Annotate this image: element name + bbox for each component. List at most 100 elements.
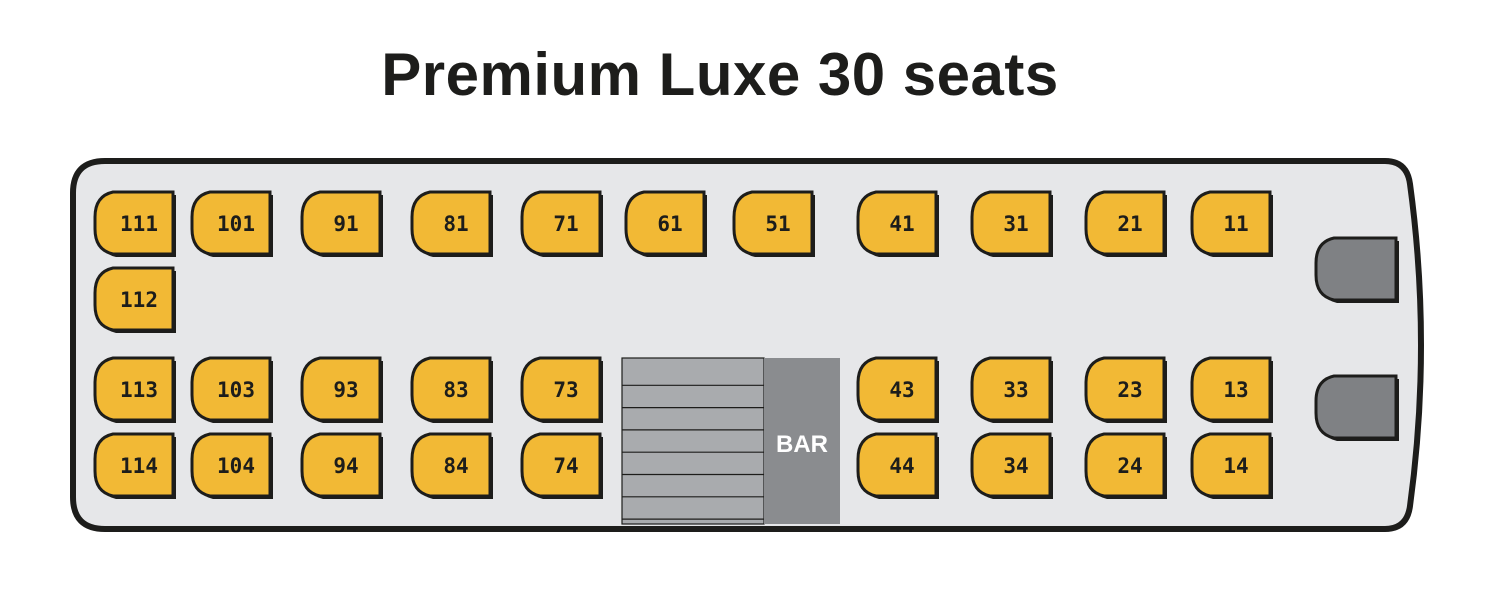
seat-number: 31 [1003,212,1028,236]
stairs-block [621,357,765,525]
seat-cushion [300,432,382,498]
seat-number: 41 [889,212,914,236]
seat-number: 73 [553,378,578,402]
seat-number: 51 [765,212,790,236]
seat-number: 84 [443,454,468,478]
seat-number: 94 [333,454,358,478]
seat-114[interactable]: 114 [93,432,176,499]
seat-cushion [970,356,1052,422]
seat-number: 83 [443,378,468,402]
seat-83[interactable]: 83 [410,356,493,423]
seat-112[interactable]: 112 [93,266,176,333]
seat-number: 14 [1223,454,1248,478]
seat-number: 23 [1117,378,1142,402]
seat-cushion [856,432,938,498]
seat-cushion [1084,356,1166,422]
seat-cushion [520,356,602,422]
seat-number: 103 [217,378,255,402]
seat-number: 104 [217,454,255,478]
bar-area [764,358,840,524]
seat-41[interactable]: 41 [856,190,939,257]
seat-number: 91 [333,212,358,236]
seat-11[interactable]: 11 [1190,190,1273,257]
seat-number: 21 [1117,212,1142,236]
seat-number: 44 [889,454,914,478]
seat-43[interactable]: 43 [856,356,939,423]
seat-cushion [520,190,602,256]
front-seat-cushion [1314,236,1398,302]
seat-44[interactable]: 44 [856,432,939,499]
seat-cushion [732,190,814,256]
seat-number: 33 [1003,378,1028,402]
seat-84[interactable]: 84 [410,432,493,499]
seat-14[interactable]: 14 [1190,432,1273,499]
seat-13[interactable]: 13 [1190,356,1273,423]
seat-94[interactable]: 94 [300,432,383,499]
seat-number: 24 [1117,454,1142,478]
seat-cushion [1190,432,1272,498]
driver-seat [1314,236,1399,303]
seat-cushion [970,190,1052,256]
seat-number: 43 [889,378,914,402]
seat-cushion [970,432,1052,498]
seat-cushion [1190,190,1272,256]
seat-number: 13 [1223,378,1248,402]
seat-cushion [1190,356,1272,422]
guide-seat [1314,374,1399,441]
seat-71[interactable]: 71 [520,190,603,257]
seat-111[interactable]: 111 [93,190,176,257]
seat-73[interactable]: 73 [520,356,603,423]
seat-cushion [190,190,272,256]
seat-113[interactable]: 113 [93,356,176,423]
seat-number: 61 [657,212,682,236]
passenger-seats: 111 101 91 81 71 61 51 41 31 21 11 112 113 103 93 83 73 4… [93,190,1273,499]
seat-104[interactable]: 104 [190,432,273,499]
seat-cushion [1084,432,1166,498]
seat-23[interactable]: 23 [1084,356,1167,423]
seat-cushion [93,356,175,422]
front-seat-cushion [1314,374,1398,440]
seat-cushion [190,432,272,498]
seat-cushion [520,432,602,498]
seat-93[interactable]: 93 [300,356,383,423]
seat-cushion [93,266,175,332]
bus-body [70,158,1424,532]
seat-cushion [856,356,938,422]
seat-103[interactable]: 103 [190,356,273,423]
seat-cushion [190,356,272,422]
seat-cushion [93,190,175,256]
diagram-title: Premium Luxe 30 seats [381,41,1059,108]
seat-number: 113 [120,378,158,402]
seat-cushion [93,432,175,498]
seat-cushion [300,190,382,256]
seat-cushion [856,190,938,256]
seat-cushion [410,356,492,422]
front-seats [1314,236,1399,441]
seat-number: 101 [217,212,255,236]
seat-74[interactable]: 74 [520,432,603,499]
seat-101[interactable]: 101 [190,190,273,257]
seat-number: 93 [333,378,358,402]
seat-number: 114 [120,454,158,478]
seat-number: 11 [1223,212,1248,236]
bar-label: BAR [776,431,828,458]
stairs [621,357,765,525]
seat-34[interactable]: 34 [970,432,1053,499]
seat-cushion [1084,190,1166,256]
seat-number: 34 [1003,454,1028,478]
seat-21[interactable]: 21 [1084,190,1167,257]
seat-81[interactable]: 81 [410,190,493,257]
seat-91[interactable]: 91 [300,190,383,257]
seat-number: 71 [553,212,578,236]
seat-number: 74 [553,454,578,478]
seat-51[interactable]: 51 [732,190,815,257]
seat-33[interactable]: 33 [970,356,1053,423]
seat-24[interactable]: 24 [1084,432,1167,499]
seat-31[interactable]: 31 [970,190,1053,257]
seat-cushion [410,432,492,498]
seat-61[interactable]: 61 [624,190,707,257]
seat-cushion [410,190,492,256]
seat-cushion [624,190,706,256]
seat-number: 81 [443,212,468,236]
